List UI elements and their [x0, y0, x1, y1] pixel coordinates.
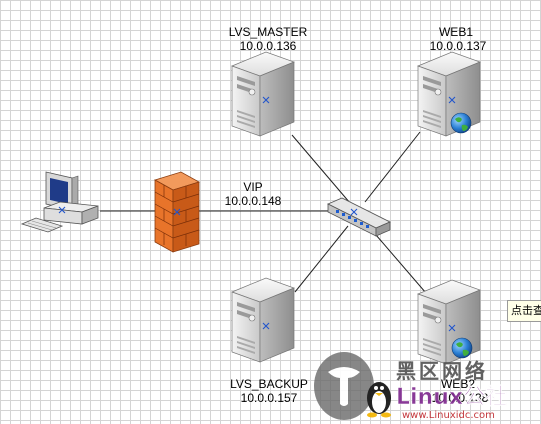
link-backup-switch [294, 225, 349, 293]
tooltip-popup[interactable]: 点击查看 [507, 300, 541, 322]
lvs-backup-name: LVS_BACKUP [230, 377, 308, 391]
web2-name: WEB2 [441, 377, 475, 391]
lvs-master-ip: 10.0.0.136 [240, 39, 297, 53]
link-web2-switch [369, 227, 433, 301]
watermark-site-cn: 黑区网络 [396, 359, 488, 383]
web1-globe-icon [450, 112, 472, 134]
watermark-brand: Linux公社 [396, 384, 507, 410]
lvs-master-name: LVS_MASTER [229, 25, 308, 39]
tux-penguin-icon [367, 382, 391, 418]
web2-globe-icon [451, 337, 473, 359]
watermark-badge-icon [314, 352, 374, 420]
lvs-backup-ip: 10.0.0.157 [241, 391, 298, 405]
firewall-icon [153, 171, 201, 253]
web1-name: WEB1 [439, 25, 473, 39]
link-master-switch [291, 134, 351, 204]
vip-name: VIP [243, 180, 262, 194]
web1-ip: 10.0.0.137 [430, 39, 487, 53]
switch-icon [327, 197, 391, 237]
vip-ip: 10.0.0.148 [225, 194, 282, 208]
lvs-backup-server-icon [231, 277, 295, 363]
watermark-logo: 黑区网络 Linux公社 www.Linuxidc.com [314, 352, 507, 421]
watermark-url: www.Linuxidc.com [402, 410, 495, 421]
connection-lines [100, 131, 433, 301]
link-web1-switch [364, 131, 421, 203]
workstation-icon [20, 171, 99, 233]
lvs-master-server-icon [231, 51, 295, 137]
web2-ip: 10.0.0.138 [432, 391, 489, 405]
